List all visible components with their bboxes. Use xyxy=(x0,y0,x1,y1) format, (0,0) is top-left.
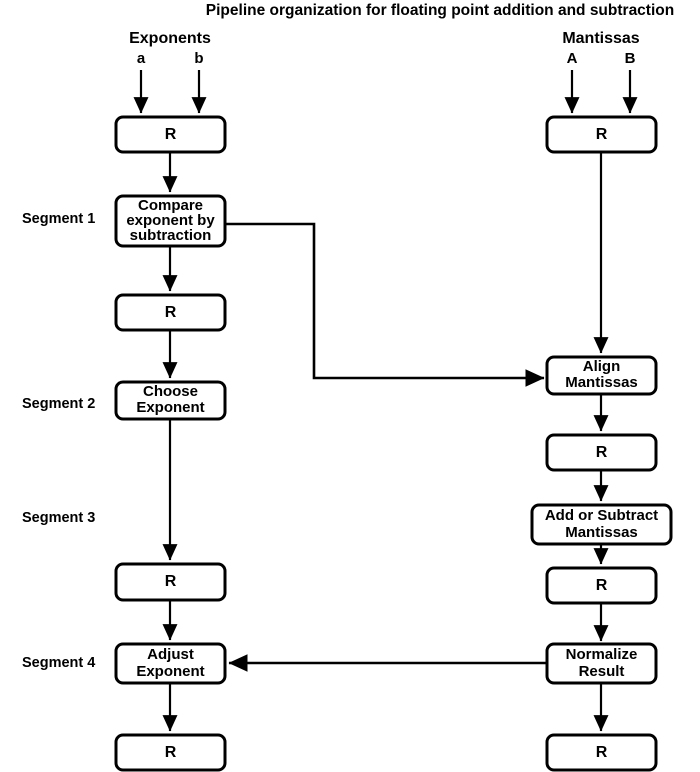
node-box xyxy=(114,115,227,154)
node-box xyxy=(114,642,227,685)
node-left-r-3[interactable]: R xyxy=(114,562,227,602)
node-box xyxy=(545,642,658,685)
node-label-line-1: Add or Subtract xyxy=(545,507,658,524)
node-label-line-2: exponent by xyxy=(126,212,215,229)
node-box xyxy=(114,380,227,421)
node-label: R xyxy=(596,126,608,143)
node-box xyxy=(114,194,227,248)
node-label-line-1: Align xyxy=(583,358,621,375)
node-label-line-1: Adjust xyxy=(147,646,194,663)
node-compare-exponent[interactable]: Compare exponent by subtraction xyxy=(114,194,227,248)
node-label-line-2: Mantissas xyxy=(565,374,638,391)
node-box xyxy=(114,562,227,602)
node-box xyxy=(545,115,658,154)
node-label: R xyxy=(165,126,177,143)
node-align-mantissas[interactable]: Align Mantissas xyxy=(545,355,658,396)
input-label-B: B xyxy=(625,50,636,67)
node-left-r-1[interactable]: R xyxy=(114,115,227,154)
node-label: R xyxy=(596,744,608,761)
node-box xyxy=(545,733,658,772)
node-left-r-2[interactable]: R xyxy=(114,293,227,332)
page-title: Pipeline organization for floating point… xyxy=(206,2,674,19)
node-label-line-1: Normalize xyxy=(566,646,638,663)
node-choose-exponent[interactable]: Choose Exponent xyxy=(114,380,227,421)
node-label-line-1: Choose xyxy=(143,383,198,400)
node-label-line-2: Result xyxy=(579,663,625,680)
input-label-b: b xyxy=(194,50,203,67)
node-box xyxy=(545,355,658,396)
node-box xyxy=(114,733,227,772)
node-left-r-4[interactable]: R xyxy=(114,733,227,772)
node-label-line-2: Exponent xyxy=(136,399,204,416)
node-add-or-subtract-mantissas[interactable]: Add or Subtract Mantissas xyxy=(530,503,673,546)
node-right-r-1[interactable]: R xyxy=(545,115,658,154)
node-right-r-4[interactable]: R xyxy=(545,733,658,772)
node-label-line-2: Exponent xyxy=(136,663,204,680)
segment-label-1: Segment 1 xyxy=(22,211,95,227)
node-label-line-2: Mantissas xyxy=(565,524,638,541)
connector-compare-to-align-mantissas xyxy=(225,222,545,387)
node-box xyxy=(114,293,227,332)
node-box xyxy=(545,433,658,472)
node-normalize-result[interactable]: Normalize Result xyxy=(545,642,658,685)
node-label-line-1: Compare xyxy=(138,197,203,214)
segment-label-3: Segment 3 xyxy=(22,510,95,526)
node-adjust-exponent[interactable]: Adjust Exponent xyxy=(114,642,227,685)
node-label: R xyxy=(596,444,608,461)
node-label-line-3: subtraction xyxy=(130,227,212,244)
node-box xyxy=(545,566,658,605)
node-box xyxy=(530,503,673,546)
input-label-A: A xyxy=(567,50,578,67)
column-header-mantissas: Mantissas xyxy=(562,30,639,47)
node-right-r-2[interactable]: R xyxy=(545,433,658,472)
node-right-r-3[interactable]: R xyxy=(545,566,658,605)
node-label: R xyxy=(165,744,177,761)
segment-label-2: Segment 2 xyxy=(22,396,95,412)
node-label: R xyxy=(596,577,608,594)
node-label: R xyxy=(165,573,177,590)
segment-label-4: Segment 4 xyxy=(22,655,95,671)
column-header-exponents: Exponents xyxy=(129,30,211,47)
input-label-a: a xyxy=(137,50,146,67)
node-label: R xyxy=(165,304,177,321)
